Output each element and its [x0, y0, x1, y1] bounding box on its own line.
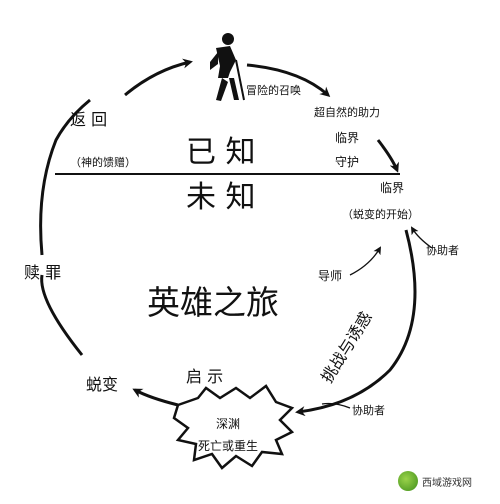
label-call: 冒险的召唤 — [246, 83, 301, 97]
arc-return — [124, 58, 193, 97]
arc-left-up — [40, 274, 84, 356]
abyss-burst — [172, 384, 295, 470]
label-supernatural-aid: 超自然的助力 — [314, 105, 380, 119]
label-helper-bottom: 协助者 — [352, 403, 385, 417]
arc-left-top — [39, 98, 91, 256]
label-gift: （神的馈赠） — [70, 155, 136, 169]
label-threshold-guardian-1: 临界 — [335, 131, 359, 145]
watermark-text: 西域游戏网 — [422, 477, 472, 489]
label-trials: 挑战与诱惑 — [317, 308, 376, 386]
label-mentor: 导师 — [318, 269, 342, 283]
label-threshold-sub: （蜕变的开始） — [342, 207, 419, 221]
arc-call — [246, 63, 331, 97]
watermark: 西域游戏网 — [398, 468, 496, 494]
helper-top-arrow — [410, 226, 433, 249]
label-death-rebirth: 死亡或重生 — [198, 439, 258, 453]
arc-threshold — [376, 139, 399, 173]
center-title: 英雄之旅 — [147, 283, 279, 322]
label-known: 已 知 — [186, 135, 256, 170]
label-helper-top: 协助者 — [426, 243, 459, 257]
leaf-logo-icon — [398, 471, 418, 491]
label-atonement: 赎 罪 — [24, 263, 61, 282]
label-unknown: 未 知 — [186, 180, 256, 215]
label-revelation: 启 示 — [186, 367, 223, 386]
hiker-icon — [210, 33, 245, 101]
label-threshold-guardian-2: 守护 — [335, 155, 359, 169]
arc-bottom-left — [132, 388, 179, 407]
label-transformation: 蜕变 — [86, 375, 118, 394]
label-abyss: 深渊 — [216, 417, 240, 431]
label-threshold: 临界 — [380, 181, 404, 195]
helper-bottom-arrow — [321, 402, 351, 409]
mentor-arrow — [349, 246, 382, 276]
label-return: 返 回 — [70, 110, 107, 129]
